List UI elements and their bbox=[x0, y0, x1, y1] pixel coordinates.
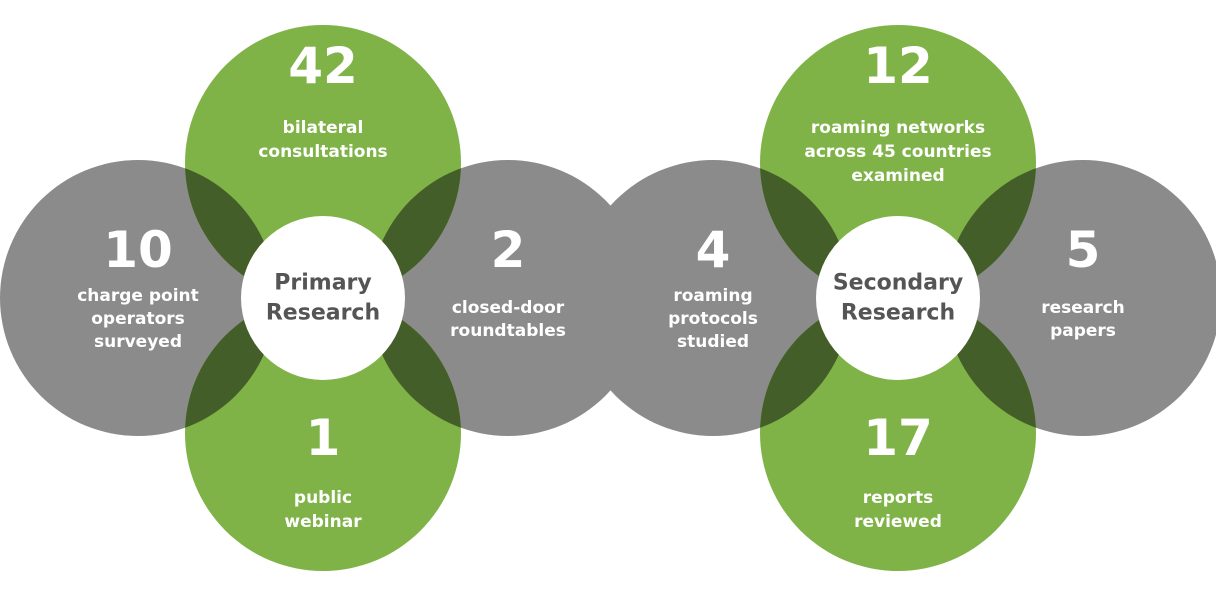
primary-left-label-line: surveyed bbox=[94, 332, 182, 352]
primary-overlap-top-left bbox=[185, 160, 276, 301]
primary-top-value: 42 bbox=[288, 37, 358, 95]
primary-right-label-line: roundtables bbox=[450, 321, 566, 341]
primary-research-diagram: 42 bilateral consultations 10 charge point op… bbox=[0, 25, 646, 571]
secondary-overlap-top-right bbox=[945, 160, 1036, 301]
secondary-left-label-line: studied bbox=[677, 332, 749, 352]
primary-center-title-line: Primary bbox=[274, 271, 371, 296]
secondary-center-circle bbox=[816, 216, 980, 380]
secondary-top-label-line: roaming networks bbox=[811, 118, 985, 138]
primary-top-label-line: bilateral bbox=[283, 118, 364, 138]
secondary-bottom-label-line: reviewed bbox=[854, 512, 942, 532]
secondary-right-label-line: research bbox=[1041, 298, 1125, 318]
primary-bottom-label-line: webinar bbox=[284, 512, 362, 532]
primary-overlap-bottom-right bbox=[370, 295, 461, 436]
secondary-overlap-top-left bbox=[760, 160, 851, 301]
secondary-top-label-line: examined bbox=[851, 166, 944, 186]
primary-overlap-top-right bbox=[370, 160, 461, 301]
secondary-top-label-line: across 45 countries bbox=[804, 142, 991, 162]
secondary-research-diagram: 12 roaming networks across 45 countries exa… bbox=[575, 25, 1216, 571]
primary-left-value: 10 bbox=[103, 221, 173, 279]
primary-bottom-value: 1 bbox=[306, 409, 341, 467]
secondary-bottom-value: 17 bbox=[863, 409, 933, 467]
secondary-overlap-bottom-left bbox=[760, 295, 851, 436]
secondary-left-label-line: protocols bbox=[668, 309, 758, 329]
secondary-center-title-line: Research bbox=[841, 301, 955, 326]
secondary-right-value: 5 bbox=[1066, 221, 1101, 279]
primary-left-label-line: operators bbox=[91, 309, 185, 329]
primary-right-value: 2 bbox=[491, 221, 526, 279]
primary-left-label-line: charge point bbox=[77, 286, 199, 306]
primary-bottom-label-line: public bbox=[294, 488, 352, 508]
primary-right-label-line: closed-door bbox=[452, 298, 565, 318]
secondary-overlap-bottom-right bbox=[945, 295, 1036, 436]
secondary-top-value: 12 bbox=[863, 37, 933, 95]
primary-center-title-line: Research bbox=[266, 301, 380, 326]
primary-overlap-bottom-left bbox=[185, 295, 276, 436]
primary-center-circle bbox=[241, 216, 405, 380]
secondary-center-title-line: Secondary bbox=[833, 271, 963, 296]
secondary-left-value: 4 bbox=[696, 221, 731, 279]
primary-top-label-line: consultations bbox=[258, 142, 387, 162]
secondary-bottom-label-line: reports bbox=[863, 488, 933, 508]
secondary-right-label-line: papers bbox=[1050, 321, 1116, 341]
secondary-left-label-line: roaming bbox=[673, 286, 752, 306]
